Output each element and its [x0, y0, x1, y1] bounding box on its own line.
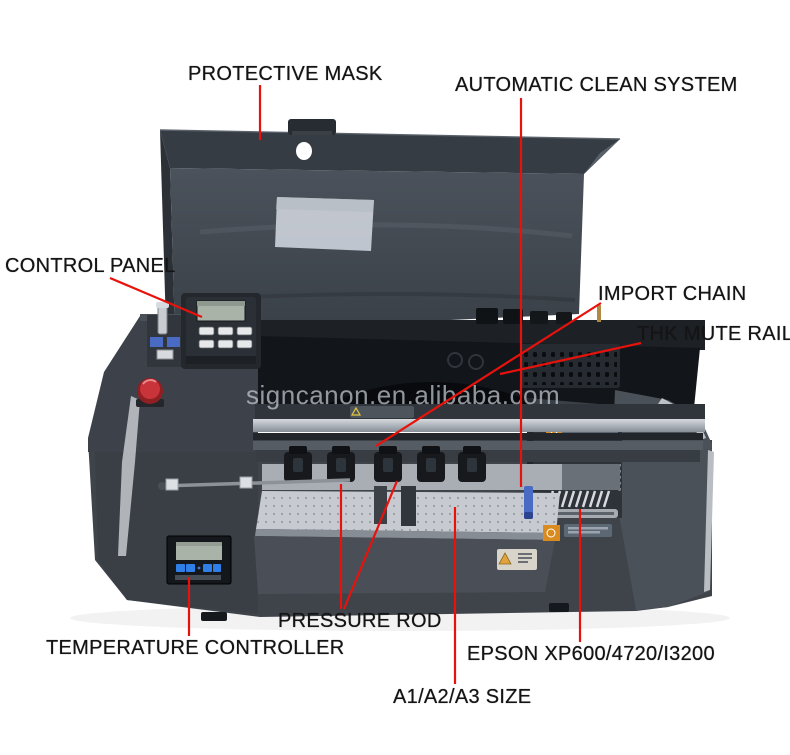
lid-latch: [288, 119, 336, 135]
pressure-rod-clamp: [374, 446, 402, 482]
pressure-rod-clamp: [458, 446, 486, 482]
media-roller-shaft: [158, 476, 351, 491]
pressure-rod-clamp: [417, 446, 445, 482]
import-chain-strip: [524, 486, 533, 519]
pressure-rods: [284, 446, 486, 482]
lid-latch-hole: [296, 142, 312, 160]
lower-front-panel: [254, 524, 612, 594]
label-printhead-model: EPSON XP600/4720/I3200: [467, 643, 715, 665]
import-chain-links: [476, 305, 601, 324]
roll-holder-bracket: [147, 302, 183, 367]
label-import-chain: IMPORT CHAIN: [598, 283, 747, 305]
warning-label-front: [497, 549, 537, 570]
machine-feet: [201, 603, 569, 621]
label-protective-mask: PROTECTIVE MASK: [188, 63, 383, 85]
label-automatic-clean-system: AUTOMATIC CLEAN SYSTEM: [455, 74, 738, 96]
watermark-text: signcanon.en.alibaba.com: [246, 380, 561, 410]
temperature-digits: [176, 564, 221, 572]
media-platen: [255, 486, 560, 540]
pressure-rod-clamp: [284, 446, 312, 482]
label-temperature-controller: TEMPERATURE CONTROLLER: [46, 637, 345, 659]
lid-window: [275, 197, 374, 251]
control-panel-lcd: [196, 300, 246, 322]
callout-line-control-panel: [109, 276, 203, 319]
callout-line-thk-mute-rail: [499, 341, 642, 376]
control-panel-buttons: [198, 326, 253, 349]
label-control-panel: CONTROL PANEL: [5, 255, 176, 277]
label-print-size: A1/A2/A3 SIZE: [393, 686, 532, 708]
callout-line-import-chain: [375, 302, 602, 447]
warning-label-right: [543, 524, 612, 541]
callout-line-pressure-rod-2: [342, 480, 399, 610]
temperature-controller: [166, 535, 232, 585]
label-thk-mute-rail: THK MUTE RAIL: [637, 323, 790, 345]
emergency-stop-button: [136, 378, 164, 407]
protective-mask-lid: [159, 119, 621, 333]
temperature-lcd: [176, 542, 222, 560]
control-panel: [181, 293, 261, 369]
pressure-rod-clamp: [327, 446, 355, 482]
carriage-rail: [253, 404, 705, 490]
label-pressure-rod: PRESSURE ROD: [278, 610, 442, 632]
